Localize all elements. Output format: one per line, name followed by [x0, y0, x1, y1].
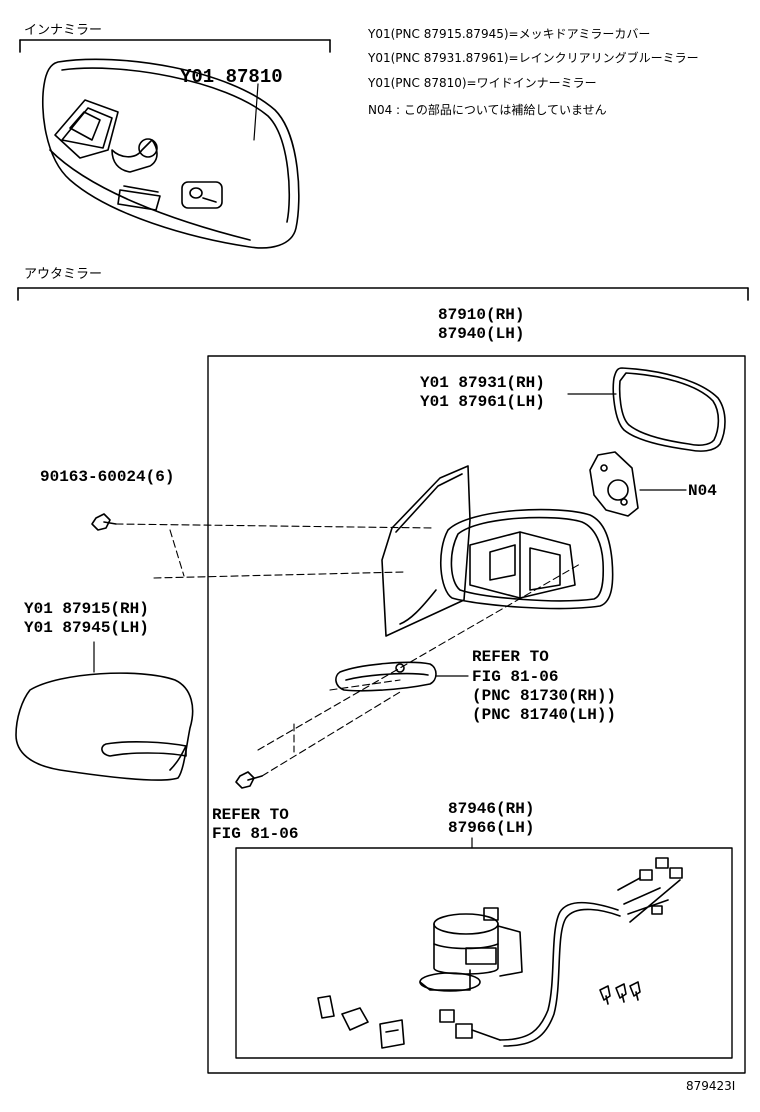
- note-item: Y01(PNC 87915.87945)=メッキドアミラーカバー: [368, 27, 651, 41]
- motor-assembly-box: [235, 847, 733, 1059]
- outer-mirror-bracket: [17, 287, 749, 301]
- inner-mirror-bracket: [19, 39, 331, 53]
- mirror-glass-drawing: [567, 367, 726, 452]
- reference-line: FIG 81-06: [212, 825, 299, 843]
- part-number-line: 87946(RH): [448, 800, 535, 818]
- section-title-outer-mirror: アウタミラー: [24, 267, 103, 282]
- part-number-line: 87940(LH): [438, 325, 525, 343]
- mirror-housing-drawing: [381, 465, 614, 637]
- mirror-cover-drawing: [15, 641, 194, 781]
- screw-part-number: 90163-60024(6): [40, 468, 175, 486]
- note-item: N04 : この部品については補給していません: [368, 103, 607, 117]
- note-item: Y01(PNC 87810)=ワイドインナーミラー: [368, 76, 597, 90]
- part-number-line: Y01 87945(LH): [24, 619, 149, 637]
- screw-drawing: [91, 513, 117, 531]
- motor-drawing: [317, 837, 683, 1049]
- note-item: Y01(PNC 87931.87961)=レインクリアリングブルーミラー: [368, 51, 699, 65]
- part-number-line: Y01 87915(RH): [24, 600, 149, 618]
- small-screws: [599, 981, 641, 1005]
- reference-line: REFER TO: [472, 648, 549, 666]
- n04-label: N04: [688, 482, 717, 500]
- part-number-line: Y01 87961(LH): [420, 393, 545, 411]
- reference-line: REFER TO: [212, 806, 289, 824]
- section-title-inner-mirror: インナミラー: [24, 23, 103, 38]
- part-number-line: 87966(LH): [448, 819, 535, 837]
- reference-line: FIG 81-06: [472, 668, 559, 686]
- figure-id: 879423I: [686, 1079, 736, 1093]
- bolt-drawing: [235, 771, 263, 789]
- actuator-bracket-drawing: [589, 451, 687, 517]
- turn-lamp-drawing: [335, 661, 469, 692]
- mirror-assembly-box: [207, 355, 746, 1074]
- inner-mirror-part-number: Y01 87810: [180, 66, 283, 88]
- part-number-line: 87910(RH): [438, 306, 525, 324]
- reference-line: (PNC 81730(RH)): [472, 687, 617, 705]
- assembly-dashed-lines: [115, 523, 581, 777]
- part-number-line: Y01 87931(RH): [420, 374, 545, 392]
- reference-line: (PNC 81740(LH)): [472, 706, 617, 724]
- inner-mirror-drawing: [41, 58, 300, 249]
